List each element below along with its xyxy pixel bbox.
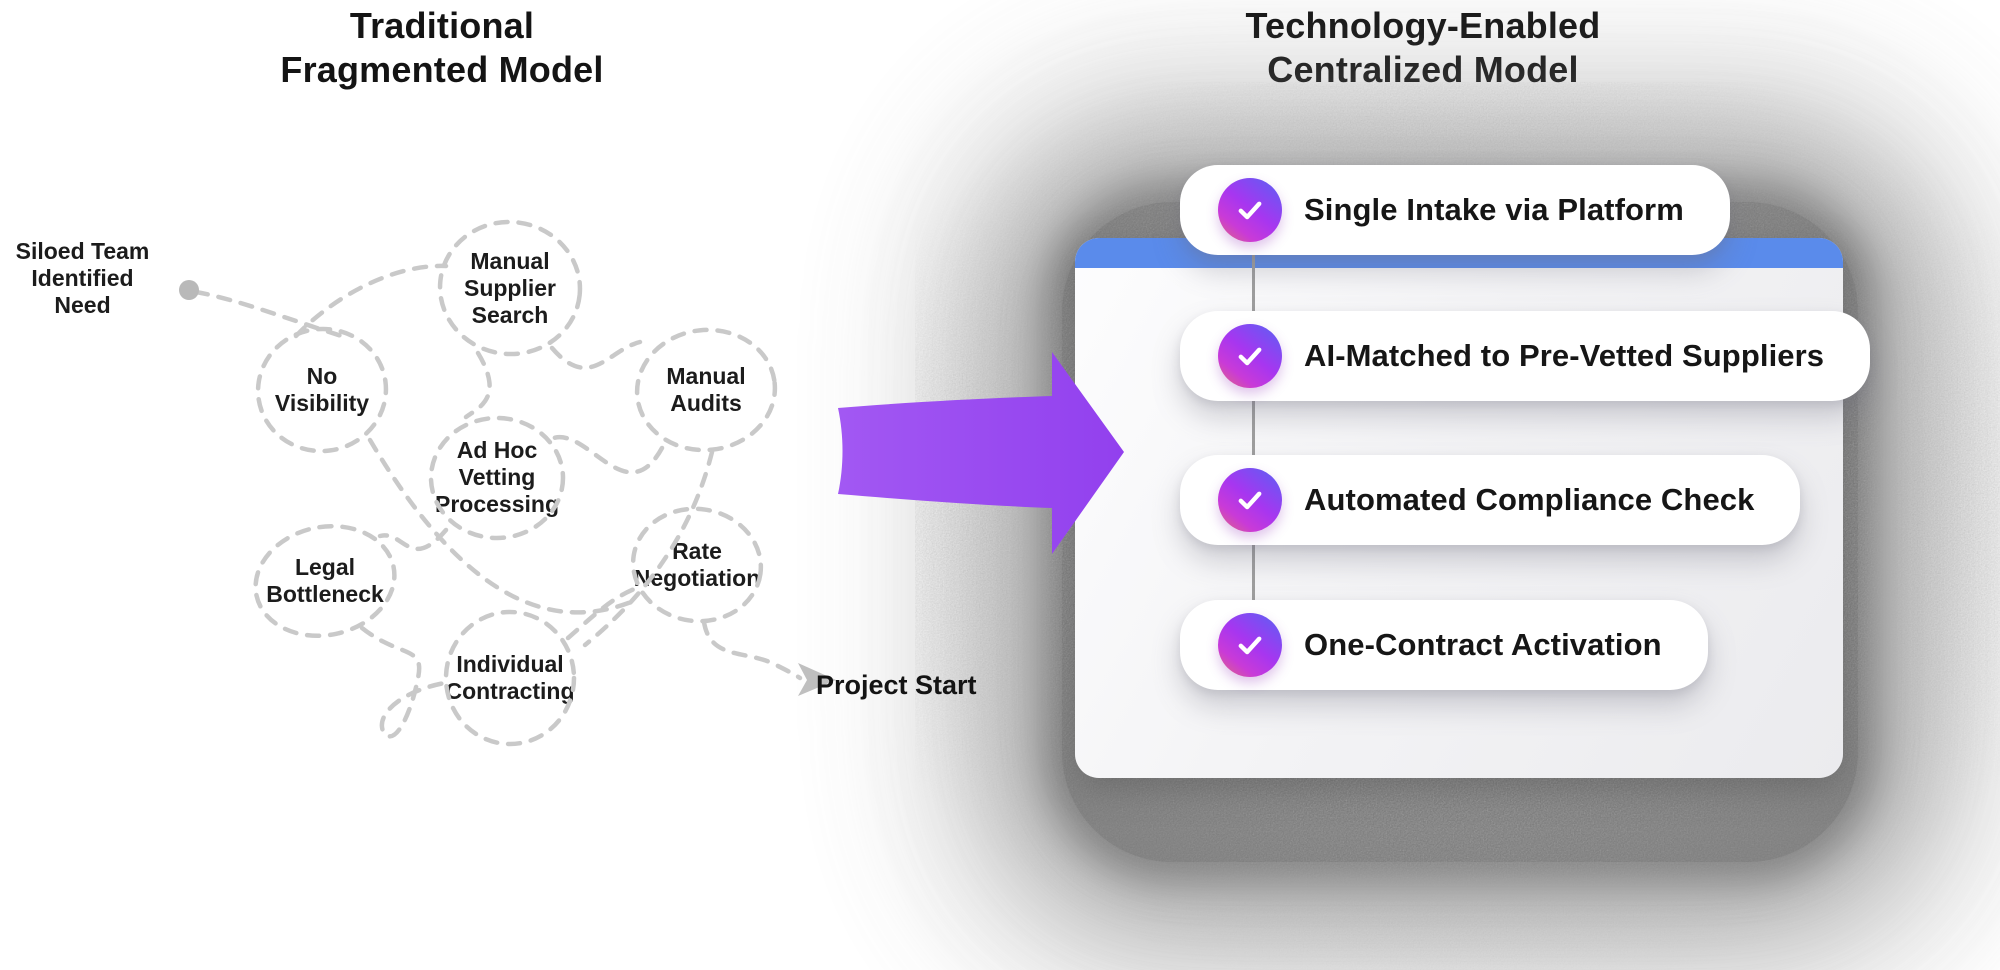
loop-ad-hoc (428, 415, 566, 541)
step-single-intake: Single Intake via Platform (1180, 165, 1730, 255)
tangled-path-drawing (179, 219, 836, 747)
journey-start-dot (179, 280, 199, 300)
start-label-line1: Siloed Team (15, 238, 150, 264)
step-ai-matched: AI-Matched to Pre-Vetted Suppliers (1180, 311, 1871, 401)
label-rate-negotiation: Rate Negotiation (633, 538, 761, 591)
loop-individual (443, 609, 577, 747)
label-ad-hoc-vetting: Ad Hoc Vetting Processing (435, 437, 559, 517)
steps-connector-line (1252, 212, 1255, 646)
left-column-title: Traditional Fragmented Model (182, 4, 702, 92)
step-label: AI-Matched to Pre-Vetted Suppliers (1304, 338, 1825, 373)
loop-no-visibility (255, 326, 389, 454)
step-automated-compliance: Automated Compliance Check (1180, 455, 1801, 545)
label-manual-audits: Manual Audits (666, 363, 746, 416)
start-label-line3: Need (54, 292, 111, 318)
check-icon (1218, 613, 1282, 677)
right-column-title: Technology-Enabled Centralized Model (1163, 4, 1683, 92)
loop-rate (630, 506, 764, 624)
label-legal-bottleneck: Legal Bottleneck (266, 554, 384, 607)
check-icon (1218, 324, 1282, 388)
check-icon (1218, 468, 1282, 532)
step-one-contract: One-Contract Activation (1180, 600, 1708, 690)
step-label: Automated Compliance Check (1304, 482, 1755, 517)
label-no-visibility: No Visibility (274, 363, 370, 416)
step-label: Single Intake via Platform (1304, 192, 1684, 227)
step-label: One-Contract Activation (1304, 627, 1662, 662)
label-individual-contracting: Individual Contracting (445, 651, 575, 704)
loop-manual-supplier (437, 219, 583, 357)
journey-end-arrowhead (798, 663, 836, 696)
project-start-label: Project Start (816, 670, 977, 700)
check-icon (1218, 178, 1282, 242)
right-title-line1: Technology-Enabled (1245, 5, 1601, 46)
left-title-line2: Fragmented Model (280, 49, 604, 90)
transition-arrow (838, 352, 1124, 554)
start-label-line2: Identified (31, 265, 134, 291)
loop-manual-audits (634, 327, 778, 453)
label-manual-supplier-search: Manual Supplier Search (463, 248, 556, 328)
left-title-line1: Traditional (349, 5, 535, 46)
start-node-label: Siloed Team Identified Need (0, 238, 190, 319)
loop-legal (253, 523, 397, 639)
